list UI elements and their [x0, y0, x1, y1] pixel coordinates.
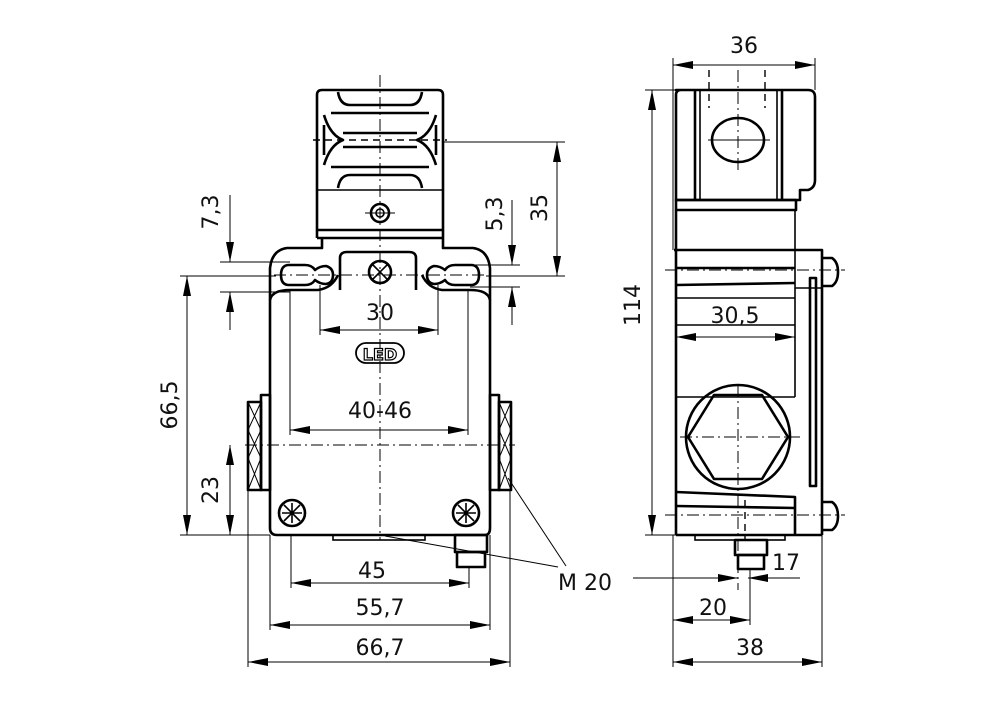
screw-icon: [451, 498, 481, 528]
dim-66-5: 66,5: [158, 381, 183, 430]
side-dimensions: 36 114 30,5 17 20 38: [621, 34, 823, 667]
cable-gland-right: [497, 400, 513, 492]
slot-left: [279, 263, 335, 287]
dim-23: 23: [199, 476, 224, 504]
front-dimensions: 7,3 5,3 35 30 LED 66,5 23 40-46: [158, 141, 612, 667]
side-view: 36 114 30,5 17 20 38: [621, 34, 845, 667]
dim-55-7: 55,7: [356, 596, 405, 621]
dim-17: 17: [772, 551, 800, 576]
dim-35: 35: [528, 194, 553, 222]
cable-gland-left: [246, 400, 263, 492]
dim-7-3: 7,3: [199, 195, 224, 230]
side-body: [665, 210, 845, 590]
side-head: [674, 70, 817, 212]
screw-icon: [277, 498, 307, 528]
screw-icon: [367, 259, 393, 285]
dim-20: 20: [699, 596, 727, 621]
hinge-pin-bottom: [822, 500, 840, 532]
dim-114: 114: [621, 284, 646, 326]
dim-66-7: 66,7: [356, 636, 405, 661]
dim-40-46: 40-46: [348, 399, 412, 424]
dim-36: 36: [730, 34, 758, 59]
thread-label: M 20: [558, 571, 612, 596]
actuator-head: [313, 88, 447, 240]
mounting-flange: [268, 238, 492, 301]
front-view: 7,3 5,3 35 30 LED 66,5 23 40-46: [158, 75, 612, 667]
dim-30: 30: [366, 301, 394, 326]
side-connector: [733, 538, 769, 557]
hinge-pin-top: [822, 256, 840, 288]
switch-body: [245, 300, 515, 569]
dim-30-5: 30,5: [711, 304, 760, 329]
slot-right: [425, 263, 481, 287]
dim-38: 38: [736, 636, 764, 661]
dim-5-3: 5,3: [483, 197, 508, 232]
led-indicator: LED: [355, 342, 405, 365]
led-label: LED: [363, 345, 397, 364]
dim-45: 45: [358, 559, 386, 584]
